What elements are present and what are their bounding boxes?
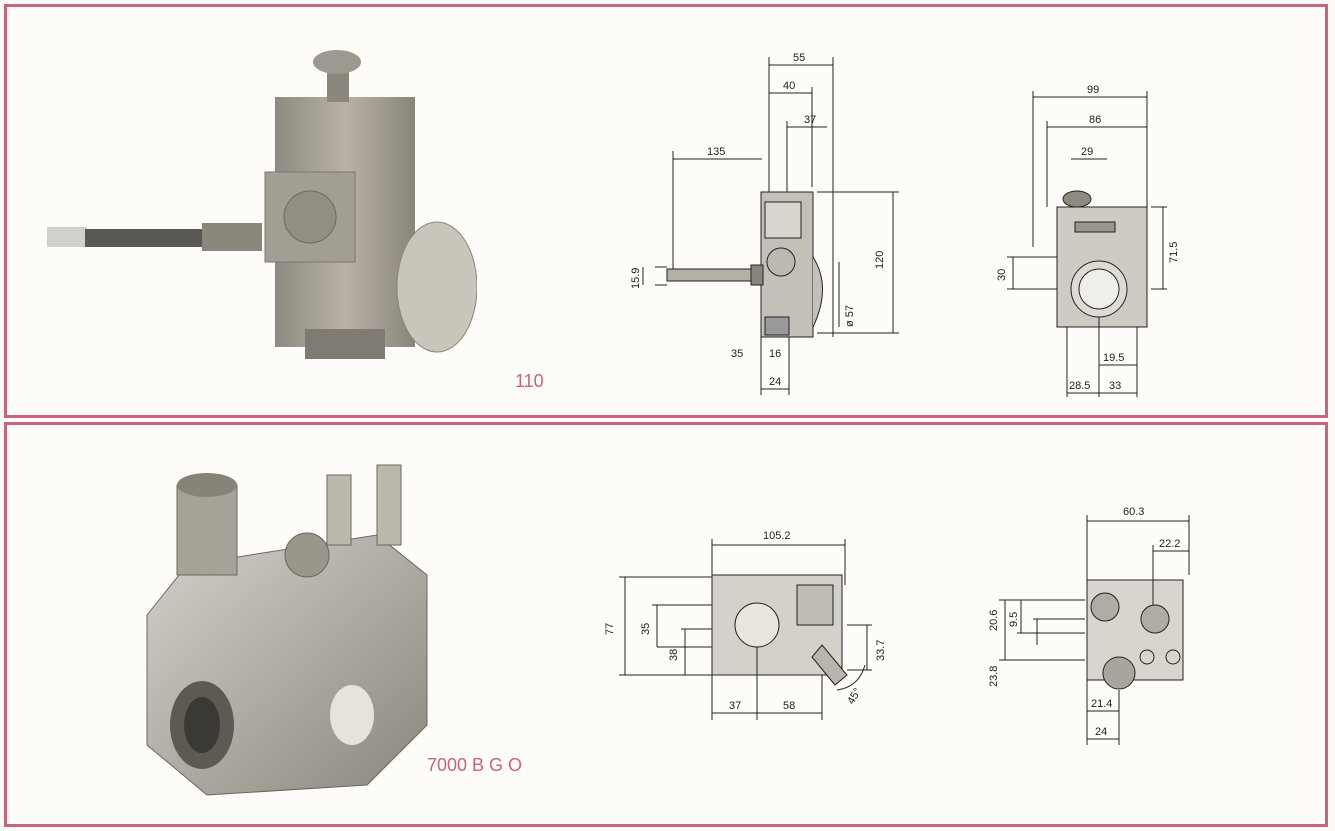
model-label: 7000 B G O — [427, 755, 523, 775]
dim-120: 120 — [874, 251, 886, 269]
product-photo-7000bgo — [146, 464, 428, 796]
dim-35: 35 — [640, 623, 652, 635]
dim-77: 77 — [604, 623, 616, 635]
dim-71-5: 71.5 — [1168, 242, 1180, 263]
dim-28-5: 28.5 — [1069, 380, 1090, 392]
front-view-drawing-110: 99 86 29 71.5 30 19.5 28.5 33 — [996, 84, 1180, 397]
dim-15-9: 15.9 — [630, 268, 642, 289]
dim-60-3: 60.3 — [1123, 506, 1144, 518]
dim-33: 33 — [1109, 380, 1121, 392]
product-panel-110: 110 — [4, 4, 1328, 418]
dim-29: 29 — [1081, 146, 1093, 158]
dim-45-deg: 45° — [845, 686, 864, 706]
dim-16: 16 — [769, 348, 781, 360]
side-view-drawing-7000bgo: 105.2 77 35 38 33.7 45° 37 58 — [604, 530, 887, 720]
dim-37: 37 — [804, 114, 816, 126]
side-view-drawing-110: 55 40 37 135 120 15.9 ø 57 35 16 24 — [630, 52, 899, 395]
product-panel-7000bgo: 7000 B G O — [4, 422, 1328, 827]
dim-19-5: 19.5 — [1103, 352, 1124, 364]
dim-55: 55 — [793, 52, 805, 64]
dim-35: 35 — [731, 348, 743, 360]
dim-105-2: 105.2 — [763, 530, 791, 542]
dim-21-4: 21.4 — [1091, 698, 1112, 710]
product-photo-110 — [47, 50, 477, 359]
dim-20-6: 20.6 — [988, 610, 1000, 631]
dim-23-8: 23.8 — [988, 666, 1000, 687]
dim-37: 37 — [729, 700, 741, 712]
dim-40: 40 — [783, 80, 795, 92]
dim-24: 24 — [1095, 726, 1107, 738]
dim-86: 86 — [1089, 114, 1101, 126]
dim-99: 99 — [1087, 84, 1099, 96]
dim-30: 30 — [996, 269, 1008, 281]
dim-58: 58 — [783, 700, 795, 712]
dim-33-7: 33.7 — [875, 640, 887, 661]
dim-135: 135 — [707, 146, 725, 158]
front-view-drawing-7000bgo: 60.3 22.2 20.6 9.5 23.8 21.4 24 — [988, 506, 1190, 745]
dim-22-2: 22.2 — [1159, 538, 1180, 550]
dim-dia-57: ø 57 — [844, 305, 856, 327]
model-label: 110 — [515, 371, 544, 391]
dim-9-5: 9.5 — [1008, 612, 1020, 627]
dim-38: 38 — [668, 649, 680, 661]
dim-24: 24 — [769, 376, 781, 388]
